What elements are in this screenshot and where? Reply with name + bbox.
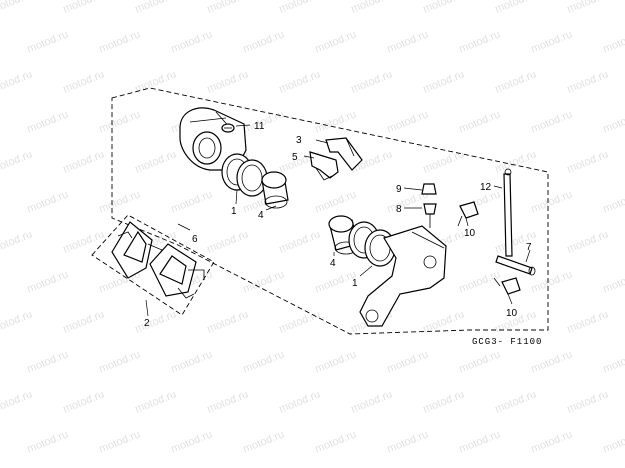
bolt-10-lower: [493, 277, 521, 295]
bleed-screw-11: [221, 123, 235, 133]
piston-seal-lower: [348, 221, 396, 267]
callout-6: 6: [192, 234, 198, 245]
callout-4-lower: 4: [330, 258, 336, 269]
bolt-10-upper: [457, 201, 479, 227]
callout-7: 7: [526, 242, 532, 253]
piston-upper: [261, 171, 289, 209]
callout-4-upper: 4: [258, 210, 264, 221]
callout-10-upper: 10: [464, 228, 476, 239]
brake-pad-left: [111, 221, 163, 279]
callout-9: 9: [396, 184, 402, 195]
assembly-outline: [111, 87, 549, 335]
callout-3: 3: [296, 135, 302, 146]
caliper-bracket: [359, 225, 447, 327]
bleeder-cap-9: [421, 183, 437, 195]
callout-8: 8: [396, 204, 402, 215]
retainer-clip-5: [309, 151, 339, 181]
pad-set-outline: [91, 214, 215, 316]
callout-1-lower: 1: [352, 278, 358, 289]
callout-11: 11: [254, 121, 265, 132]
pad-spring-3: [325, 137, 363, 171]
callout-1-upper: 1: [231, 206, 237, 217]
pad-pin-12: [503, 168, 513, 257]
leader-lines: [145, 124, 531, 317]
bleeder-valve-8: [423, 203, 437, 228]
callout-5: 5: [292, 152, 298, 163]
callout-12: 12: [480, 182, 492, 193]
brake-pad-right: [149, 243, 205, 299]
callout-10-lower: 10: [506, 308, 518, 319]
callout-2: 2: [144, 318, 150, 329]
slide-pin-7: [495, 255, 536, 276]
diagram-code: GCG3- F1100: [472, 337, 542, 347]
piston-seal-upper: [221, 153, 268, 197]
